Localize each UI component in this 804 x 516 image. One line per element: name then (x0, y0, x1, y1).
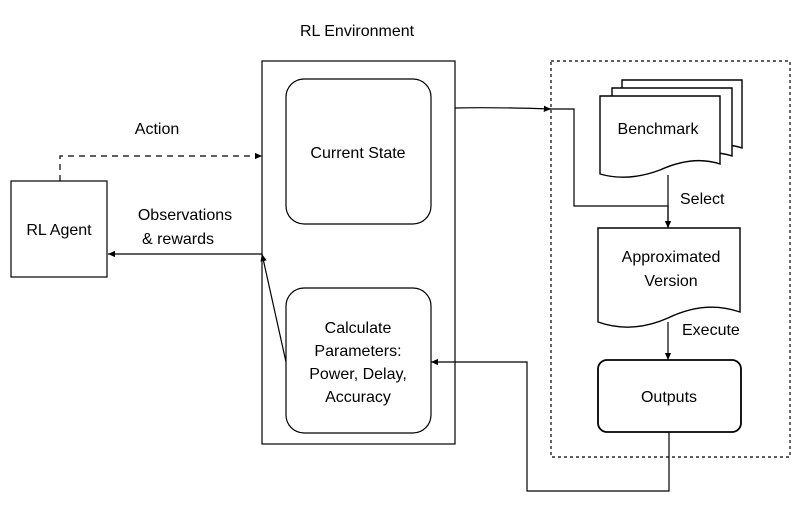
environment-title: RL Environment (300, 23, 415, 40)
outputs-to-calculate-edge (431, 358, 670, 492)
calculate-to-observation-edge (260, 253, 287, 363)
approximated-version-node (597, 227, 741, 328)
rl-agent-label: RL Agent (26, 222, 92, 239)
outputs-label: Outputs (641, 389, 697, 406)
observations-label-line-2: & rewards (142, 231, 214, 248)
rl-agent-node (10, 180, 108, 278)
approximated-label-line-1: Approximated (622, 249, 721, 266)
benchmark-node (599, 79, 743, 178)
calculate-label-line-2: Parameters: (314, 343, 401, 360)
action-edge (59, 152, 262, 181)
observations-label-line-1: Observations (138, 207, 232, 224)
calculate-label-line-4: Accuracy (325, 389, 391, 406)
action-label: Action (135, 121, 179, 138)
benchmark-label: Benchmark (618, 121, 700, 138)
calculate-label-line-1: Calculate (325, 320, 392, 337)
select-label: Select (680, 191, 725, 208)
approximated-label-line-2: Version (644, 273, 697, 290)
current-state-label: Current State (310, 145, 405, 162)
calculate-label-line-3: Power, Delay, (309, 366, 407, 383)
calculate-parameters-node (285, 287, 432, 434)
execute-label: Execute (682, 322, 740, 339)
environment-to-benchmark-edge (454, 105, 552, 112)
current-state-node (285, 78, 432, 225)
